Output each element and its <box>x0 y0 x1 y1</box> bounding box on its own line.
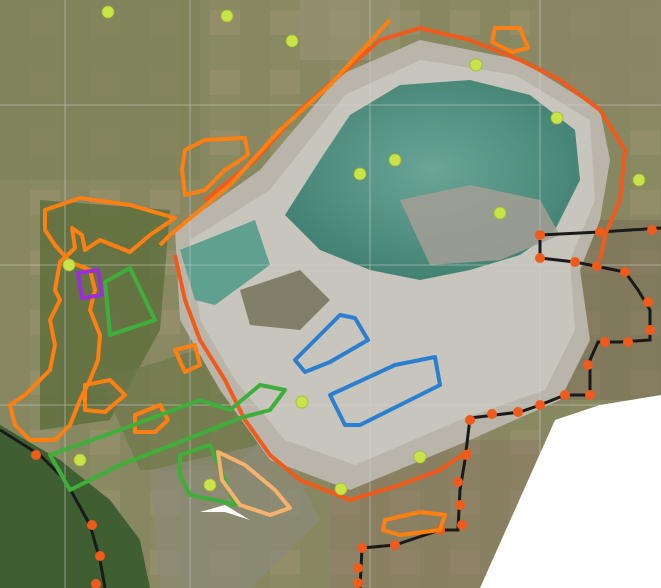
boundary-marker[interactable] <box>560 390 570 400</box>
boundary-marker[interactable] <box>457 520 467 530</box>
green-outline[interactable] <box>178 443 237 507</box>
orange-outline[interactable] <box>83 378 127 414</box>
forest-southwest <box>0 425 150 588</box>
yellow-point[interactable] <box>295 395 309 409</box>
orange-outline[interactable] <box>8 196 177 442</box>
orange-outline-group <box>8 18 530 537</box>
peach-outline[interactable] <box>216 450 292 517</box>
boundary-marker[interactable] <box>353 578 363 588</box>
yellow-point[interactable] <box>469 58 483 72</box>
boundary-marker[interactable] <box>353 563 363 573</box>
boundary-marker[interactable] <box>643 297 653 307</box>
yellow-point[interactable] <box>101 5 115 19</box>
lake-shoal <box>400 185 560 265</box>
yellow-point[interactable] <box>353 167 367 181</box>
boundary-marker[interactable] <box>623 337 633 347</box>
farmland-northwest <box>0 0 200 180</box>
boundary-marker[interactable] <box>465 415 475 425</box>
boundary-marker[interactable] <box>390 540 400 550</box>
boundary-marker[interactable] <box>620 267 630 277</box>
yellow-point[interactable] <box>388 153 402 167</box>
boundary-marker[interactable] <box>570 257 580 267</box>
blue-outline[interactable] <box>293 313 370 374</box>
boundary-marker[interactable] <box>91 579 101 588</box>
orange-outline[interactable] <box>133 403 170 434</box>
boundary-marker[interactable] <box>31 450 41 460</box>
boundary-markers <box>31 225 657 588</box>
boundary-marker[interactable] <box>95 551 105 561</box>
blue-outline-group <box>293 313 442 427</box>
yellow-point[interactable] <box>493 206 507 220</box>
orange-outline[interactable] <box>173 343 202 374</box>
yellow-point[interactable] <box>550 111 564 125</box>
boundary-marker[interactable] <box>453 477 463 487</box>
yellow-point[interactable] <box>203 478 217 492</box>
boundary-marker[interactable] <box>595 227 605 237</box>
boundary-marker[interactable] <box>535 400 545 410</box>
boundary-marker[interactable] <box>513 407 523 417</box>
yellow-point[interactable] <box>285 34 299 48</box>
yellow-point[interactable] <box>334 482 348 496</box>
yellow-point[interactable] <box>413 450 427 464</box>
orange-outline[interactable] <box>490 26 530 54</box>
quarry-plant <box>240 270 330 330</box>
boundary-marker[interactable] <box>357 543 367 553</box>
boundary-marker[interactable] <box>585 390 595 400</box>
farmland-north <box>300 0 400 60</box>
green-outline-group <box>48 266 287 507</box>
boundary-marker[interactable] <box>87 520 97 530</box>
green-outline[interactable] <box>103 266 157 337</box>
orange-outline[interactable] <box>158 18 392 247</box>
boundary-marker[interactable] <box>645 325 655 335</box>
green-outline[interactable] <box>48 383 287 492</box>
boundary-marker[interactable] <box>600 337 610 347</box>
boundary-marker[interactable] <box>592 261 602 271</box>
scrub-west <box>40 200 170 430</box>
boundary-marker[interactable] <box>535 230 545 240</box>
no-data-area <box>480 395 661 588</box>
boundary-marker[interactable] <box>647 225 657 235</box>
boundary-marker[interactable] <box>455 500 465 510</box>
blue-outline[interactable] <box>328 355 442 427</box>
purple-outline[interactable] <box>76 268 104 300</box>
map-pointer-icon <box>200 505 250 520</box>
yellow-point[interactable] <box>632 173 646 187</box>
yellow-point[interactable] <box>220 9 234 23</box>
settling-pond <box>180 220 270 305</box>
yellow-point[interactable] <box>73 453 87 467</box>
orange-outline[interactable] <box>180 136 250 197</box>
orange-outline[interactable] <box>381 510 447 537</box>
boundary-marker[interactable] <box>583 360 593 370</box>
yellow-points <box>62 5 646 496</box>
boundary-marker[interactable] <box>487 409 497 419</box>
yellow-point[interactable] <box>62 258 76 272</box>
boundary-marker[interactable] <box>535 253 545 263</box>
